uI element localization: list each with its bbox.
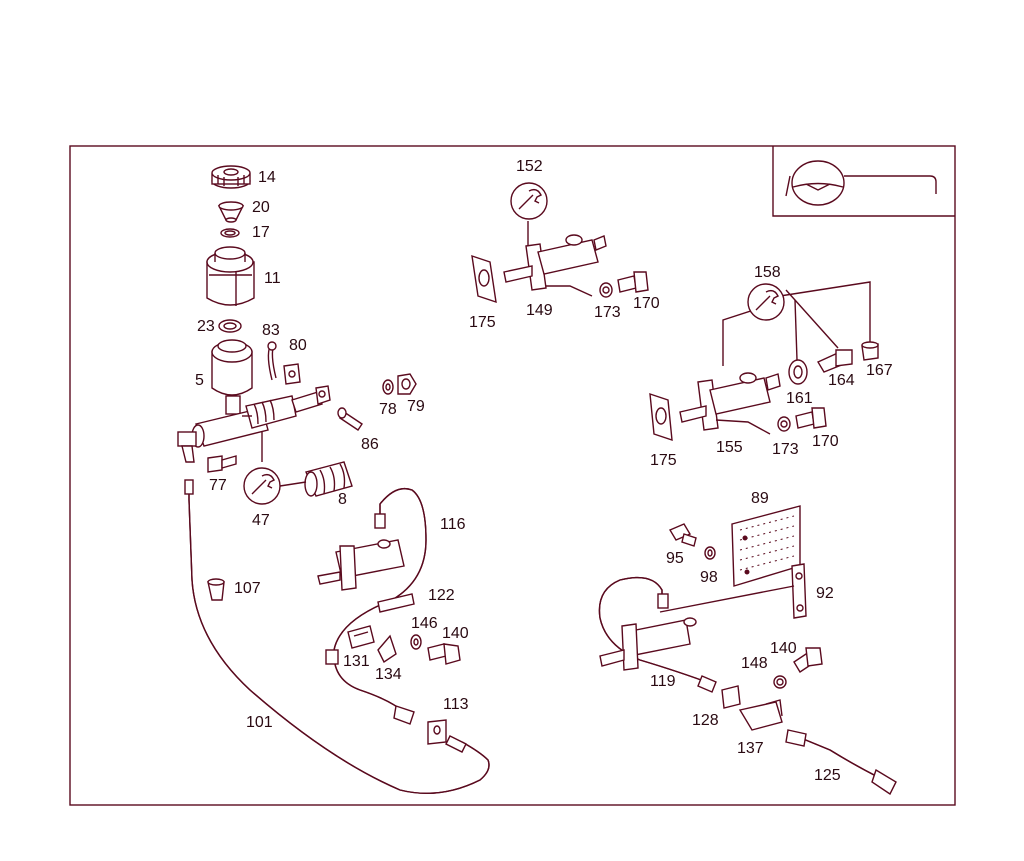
- steering-wheel-icon: [772, 146, 955, 217]
- washer-78: [382, 379, 394, 395]
- callout-label: 152: [516, 158, 543, 175]
- callout-label: 137: [737, 740, 764, 757]
- callout-label: 107: [234, 580, 261, 597]
- clip-128: [721, 685, 741, 709]
- callout-label: 122: [428, 587, 455, 604]
- callout-label: 170: [633, 295, 660, 312]
- callout-label: 175: [650, 452, 677, 469]
- cap-167: [861, 341, 879, 361]
- boot-8: [304, 461, 353, 497]
- washer-173-top: [599, 282, 613, 298]
- callout-label: 101: [246, 714, 273, 731]
- slave-cylinder-lower-left: [317, 539, 405, 591]
- callout-label: 175: [469, 314, 496, 331]
- callout-label: 148: [741, 655, 768, 672]
- sleeve-122: [377, 593, 415, 613]
- callout-label: 14: [258, 169, 276, 186]
- callout-label: 164: [828, 372, 855, 389]
- callout-label: 146: [411, 615, 438, 632]
- bracket-134: [377, 634, 397, 664]
- callout-label: 23: [197, 318, 215, 335]
- callout-label: 17: [252, 224, 270, 241]
- callout-label: 98: [700, 569, 718, 586]
- callout-label: 170: [812, 433, 839, 450]
- callout-label: 80: [289, 337, 307, 354]
- bolt-170-top: [617, 271, 649, 293]
- callout-label: 83: [262, 322, 280, 339]
- callout-label: 78: [379, 401, 397, 418]
- callout-label: 47: [252, 512, 270, 529]
- callout-label: 79: [407, 398, 425, 415]
- wrench-icon: [747, 283, 785, 321]
- washer-98: [704, 546, 716, 560]
- bleeder-164: [816, 349, 853, 373]
- fitting-116: [325, 513, 415, 725]
- seal-17: [220, 228, 240, 238]
- callout-label: 140: [442, 625, 469, 642]
- callout-label: 95: [666, 550, 684, 567]
- washer-146: [410, 634, 422, 650]
- clip-80: [283, 363, 301, 385]
- callout-label: 89: [751, 490, 769, 507]
- bolt-140-left: [427, 643, 461, 665]
- master-cylinder-5: [177, 339, 331, 463]
- callout-label: 140: [770, 640, 797, 657]
- slave-cylinder-119: [599, 593, 697, 671]
- callout-label: 86: [361, 436, 379, 453]
- reservoir-11: [206, 246, 255, 306]
- callout-label: 173: [594, 304, 621, 321]
- fitting-119-end: [697, 675, 717, 693]
- callout-label: 131: [343, 653, 370, 670]
- wrench-icon: [510, 182, 548, 220]
- pin-86: [337, 407, 363, 431]
- slave-cylinder-155: [679, 372, 781, 431]
- callout-label: 155: [716, 439, 743, 456]
- callout-label: 128: [692, 712, 719, 729]
- seal-23: [218, 319, 242, 333]
- callout-label: 20: [252, 199, 270, 216]
- callout-label: 113: [443, 696, 469, 713]
- fitting-125: [785, 729, 897, 796]
- gasket-175-top: [471, 254, 497, 304]
- fitting-101-end: [445, 735, 467, 753]
- split-pin-83: [267, 341, 277, 381]
- bolt-170-right: [795, 407, 827, 429]
- callout-label: 125: [814, 767, 841, 784]
- nut-79: [397, 373, 417, 395]
- callout-label: 173: [772, 441, 799, 458]
- callout-label: 134: [375, 666, 402, 683]
- callout-label: 77: [209, 477, 227, 494]
- washer-148: [773, 675, 787, 689]
- wrench-icon: [243, 467, 281, 505]
- callout-label: 161: [786, 390, 813, 407]
- callout-label: 5: [195, 372, 204, 389]
- bolt-95: [668, 523, 697, 547]
- diagram-frame: [69, 145, 956, 806]
- callout-label: 149: [526, 302, 553, 319]
- callout-label: 11: [264, 270, 281, 287]
- callout-label: 119: [650, 673, 676, 690]
- washer-173-right: [777, 416, 791, 432]
- clip-113: [427, 719, 447, 745]
- bolt-140-right: [793, 647, 823, 673]
- bushing-107: [207, 578, 225, 601]
- grommet-161: [788, 359, 808, 385]
- callout-label: 8: [338, 491, 347, 508]
- callout-label: 92: [816, 585, 834, 602]
- slave-cylinder-149: [503, 234, 607, 291]
- bracket-92: [791, 563, 807, 619]
- callout-label: 167: [866, 362, 893, 379]
- bolt-77: [207, 455, 237, 473]
- clip-131: [347, 625, 375, 649]
- fitting-101-top: [184, 479, 194, 495]
- callout-label: 116: [440, 516, 466, 533]
- gasket-175-right: [649, 392, 673, 442]
- heat-shield-89: [731, 505, 801, 587]
- filter-20: [217, 201, 245, 223]
- callout-label: 158: [754, 264, 781, 281]
- cap-14: [211, 165, 251, 189]
- bracket-137: [738, 699, 783, 731]
